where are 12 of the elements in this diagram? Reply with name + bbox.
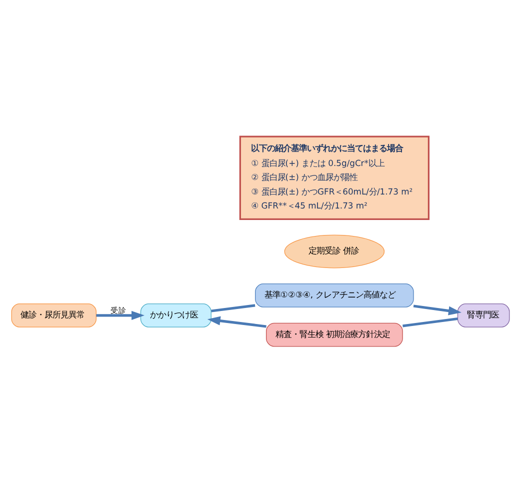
node-box: 精査・腎生検 初期治療方針決定 [266,322,403,347]
connector [402,317,458,328]
arrow [96,310,144,320]
node-ellipse: 定期受診 併診 [284,234,385,268]
node-box: 基準①②③④, クレアチニン高値など [255,283,414,308]
arrow [413,304,462,316]
connector [211,304,256,312]
node-box: かかりつけ医 [140,303,212,328]
node-box: 以下の紹介基準いずれかに当てはまる場合 ① 蛋白尿(+) または 0.5g/gCr*以上 ② 蛋白尿(±) かつ血尿が陽性 ③ 蛋白尿(±) かつGFR＜60mL/分/1.73 m² ④ GFR**＜45 mL/分/1.73 m² [239,136,430,220]
arrow [207,316,266,328]
node-box: 健診・尿所見異常 [11,303,96,328]
node-box: 腎専門医 [457,303,510,328]
